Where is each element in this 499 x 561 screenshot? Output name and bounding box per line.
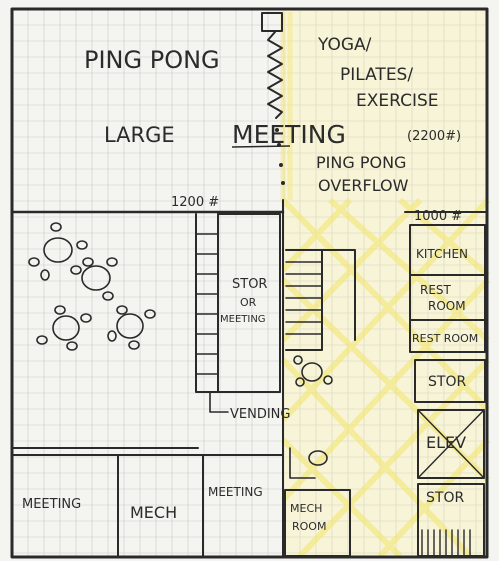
exercise-label: EXERCISE	[356, 91, 439, 111]
pilates-label: PILATES/	[340, 65, 413, 85]
mech-room-2-label: ROOM	[292, 520, 326, 533]
meeting-small-label: MEETING	[220, 314, 266, 325]
lounge-furniture	[28, 222, 333, 466]
meeting-mid-label: MEETING	[208, 485, 263, 499]
ping-pong-label: PING PONG	[84, 46, 220, 74]
mech-room-1-label: MECH	[290, 502, 322, 515]
stor-label: STOR	[232, 277, 267, 292]
area-1000-label: 1000 #	[414, 209, 462, 224]
overflow-line1-label: PING PONG	[316, 153, 406, 172]
meeting-left-label: MEETING	[22, 497, 81, 512]
area-1200-label: 1200 #	[171, 195, 219, 210]
elev-label: ELEV	[426, 433, 466, 452]
overflow-line2-label: OVERFLOW	[318, 176, 409, 195]
rest-room-1a-label: REST	[420, 283, 452, 297]
column-box	[261, 12, 283, 32]
rest-room-1b-label: ROOM	[428, 299, 466, 313]
vending-label: VENDING	[230, 407, 290, 422]
accordion-partition	[267, 31, 283, 119]
kitchen-label: KITCHEN	[416, 247, 468, 261]
right-rooms	[409, 224, 486, 557]
rest-room-2-label: REST ROOM	[412, 332, 478, 345]
stor-or-meeting-room	[217, 213, 281, 393]
large-meeting-area-label: (2200#)	[407, 129, 461, 144]
meeting-label: MEETING	[232, 120, 346, 149]
bottom-rooms	[11, 447, 351, 557]
or-label: OR	[240, 296, 257, 309]
stor-bottom-label: STOR	[426, 490, 464, 506]
outer-wall	[10, 7, 489, 559]
vending-pointer	[209, 391, 229, 413]
meeting-underline	[231, 145, 291, 148]
large-label: LARGE	[104, 123, 175, 147]
mech-label: MECH	[130, 503, 177, 522]
yoga-label: YOGA/	[317, 35, 372, 55]
stor-right-label: STOR	[428, 374, 466, 390]
